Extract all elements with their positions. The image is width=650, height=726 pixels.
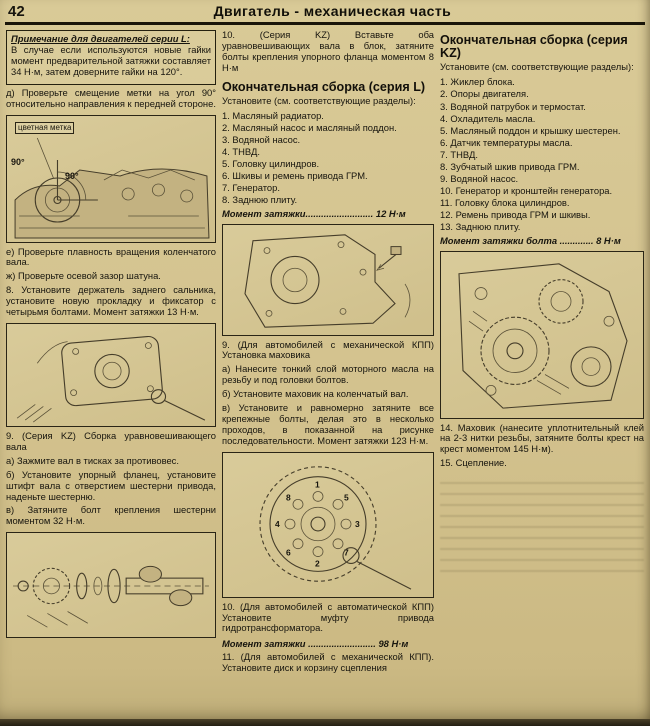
list-item: 7. ТНВД.	[440, 148, 478, 160]
list-item: 11. Головку блока цилиндров.	[440, 197, 570, 209]
list-item: 8. Зубчатый шкив привода ГРМ.	[440, 161, 580, 172]
column-right: Окончательная сборка (серия KZ) Установи…	[440, 30, 644, 677]
step-9-title: 9. (Серия KZ) Сборка уравновешивающего в…	[6, 429, 216, 452]
step-9b-flywheel: б) Установите маховик на коленчатый вал.	[222, 388, 409, 400]
step-9a: а) Зажмите вал в тисках за противовес.	[6, 454, 179, 466]
balance-shaft-sketch	[13, 566, 209, 628]
step-d: д) Проверьте смещение метки на угол 90° …	[6, 86, 216, 109]
note-title: Примечание для двигателей серии L:	[11, 33, 190, 44]
list-item: 6. Шкивы и ремень привода ГРМ.	[222, 170, 368, 182]
content-columns: Примечание для двигателей серии L: В слу…	[0, 27, 650, 677]
step-9b: б) Установите упорный фланец, установите…	[6, 468, 216, 502]
angle-label-2: 90°	[65, 170, 79, 181]
final-kz-intro: Установите (см. соответствующие разделы)…	[440, 61, 634, 73]
fig-crankshaft-timing-marks: цветная метка 90° 90°	[6, 114, 216, 243]
final-l-intro: Установите (см. соответствующие разделы)…	[222, 94, 416, 106]
list-item: 2. Опоры двигателя.	[440, 88, 529, 100]
list-item: 1. Масляный радиатор.	[222, 109, 324, 121]
list-item: 3. Водяной насос.	[222, 133, 301, 145]
seal-retainer-sketch	[16, 335, 206, 423]
step-14: 14. Маховик (нанесите уплотнительный кле…	[440, 421, 644, 455]
step-15: 15. Сцепление.	[440, 457, 507, 469]
list-item: 7. Генератор.	[222, 182, 280, 194]
bolt-number: 1	[315, 479, 320, 489]
list-item: 4. Охладитель масла.	[440, 112, 536, 124]
list-item: 2. Масляный насос и масляный поддон.	[222, 121, 397, 133]
step-9v-flywheel: в) Установите и равномерно затяните все …	[222, 402, 434, 446]
page-number: 42	[8, 3, 25, 20]
rear-plate-sketch	[244, 233, 411, 328]
header-rule	[5, 22, 645, 25]
step-10-akpp: 10. (Для автомобилей с автоматической КП…	[222, 600, 434, 634]
list-item: 5. Масляный поддон и крышку шестерен.	[440, 124, 621, 136]
angle-label-1: 90°	[11, 156, 25, 167]
note-series-l: Примечание для двигателей серии L: В слу…	[6, 30, 216, 85]
list-item: 12. Ремень привода ГРМ и шкивы.	[440, 209, 591, 221]
step-10-kz: 10. (Серия KZ) Вставьте оба уравновешива…	[222, 29, 434, 73]
color-mark-callout: цветная метка	[15, 121, 75, 134]
step-e: е) Проверьте плавность вращения коленчат…	[6, 245, 216, 268]
fig-timing-gear-case	[440, 250, 644, 419]
final-l-list: 1. Масляный радиатор. 2. Масляный насос …	[222, 110, 434, 207]
page-title: Двигатель - механическая часть	[213, 3, 452, 19]
bolt-number: 3	[355, 519, 360, 529]
list-item: 3. Водяной патрубок и термостат.	[440, 100, 586, 112]
list-item: 9. Водяной насос.	[440, 173, 519, 185]
list-item: 1. Жиклер блока.	[440, 76, 515, 88]
torque-12nm: Момент затяжки..........................…	[222, 207, 406, 219]
bolt-number: 8	[286, 492, 291, 502]
note-body: В случае если используются новые гайки м…	[11, 44, 211, 77]
crankshaft-sketch	[14, 137, 210, 239]
step-zh: ж) Проверьте осевой зазор шатуна.	[6, 270, 161, 282]
step-8: 8. Установите держатель заднего сальника…	[6, 284, 216, 318]
page-header: 42 Двигатель - механическая часть	[0, 0, 650, 21]
page-bottom-edge	[0, 719, 650, 726]
ink-bleedthrough	[440, 478, 644, 575]
bolt-number: 5	[344, 492, 349, 502]
column-middle: 10. (Серия KZ) Вставьте оба уравновешива…	[222, 29, 434, 677]
step-9a-flywheel: а) Нанесите тонкий слой моторного масла …	[222, 363, 434, 386]
section-final-assembly-kz: Окончательная сборка (серия KZ)	[440, 33, 628, 61]
section-final-assembly-l: Окончательная сборка (серия L)	[222, 79, 426, 94]
step-9-flywheel-title: 9. (Для автомобилей с механической КПП) …	[222, 338, 434, 361]
bolt-number: 6	[286, 547, 291, 557]
column-left: Примечание для двигателей серии L: В слу…	[6, 30, 216, 677]
step-11: 11. (Для автомобилей с механической КПП)…	[222, 651, 434, 674]
fig-flywheel-bolt-sequence: 1 5 3 7 2 6 4 8	[222, 451, 434, 598]
bolt-number: 4	[275, 519, 280, 529]
list-item: 4. ТНВД.	[222, 146, 260, 158]
list-item: 8. Заднюю плиту.	[222, 194, 298, 206]
fig-balance-shaft-exploded	[6, 532, 216, 639]
torque-8nm: Момент затяжки болта ............. 8 Н·м	[440, 234, 621, 246]
bolt-number: 7	[344, 547, 349, 557]
list-item: 10. Генератор и кронштейн генератора.	[440, 185, 613, 197]
timing-case-sketch	[458, 262, 628, 409]
final-kz-list: 1. Жиклер блока. 2. Опоры двигателя. 3. …	[440, 76, 644, 233]
fig-rear-seal-retainer	[6, 322, 216, 427]
torque-98nm: Момент затяжки .........................…	[222, 638, 409, 650]
step-9v: в) Затяните болт крепления шестерни моме…	[6, 504, 216, 527]
flywheel-sketch: 1 5 3 7 2 6 4 8	[259, 465, 412, 590]
bolt-number: 2	[315, 558, 320, 568]
list-item: 6. Датчик температуры масла.	[440, 136, 573, 148]
list-item: 13. Заднюю плиту.	[440, 221, 521, 233]
list-item: 5. Головку цилиндров.	[222, 158, 320, 170]
fig-rear-plate	[222, 223, 434, 336]
